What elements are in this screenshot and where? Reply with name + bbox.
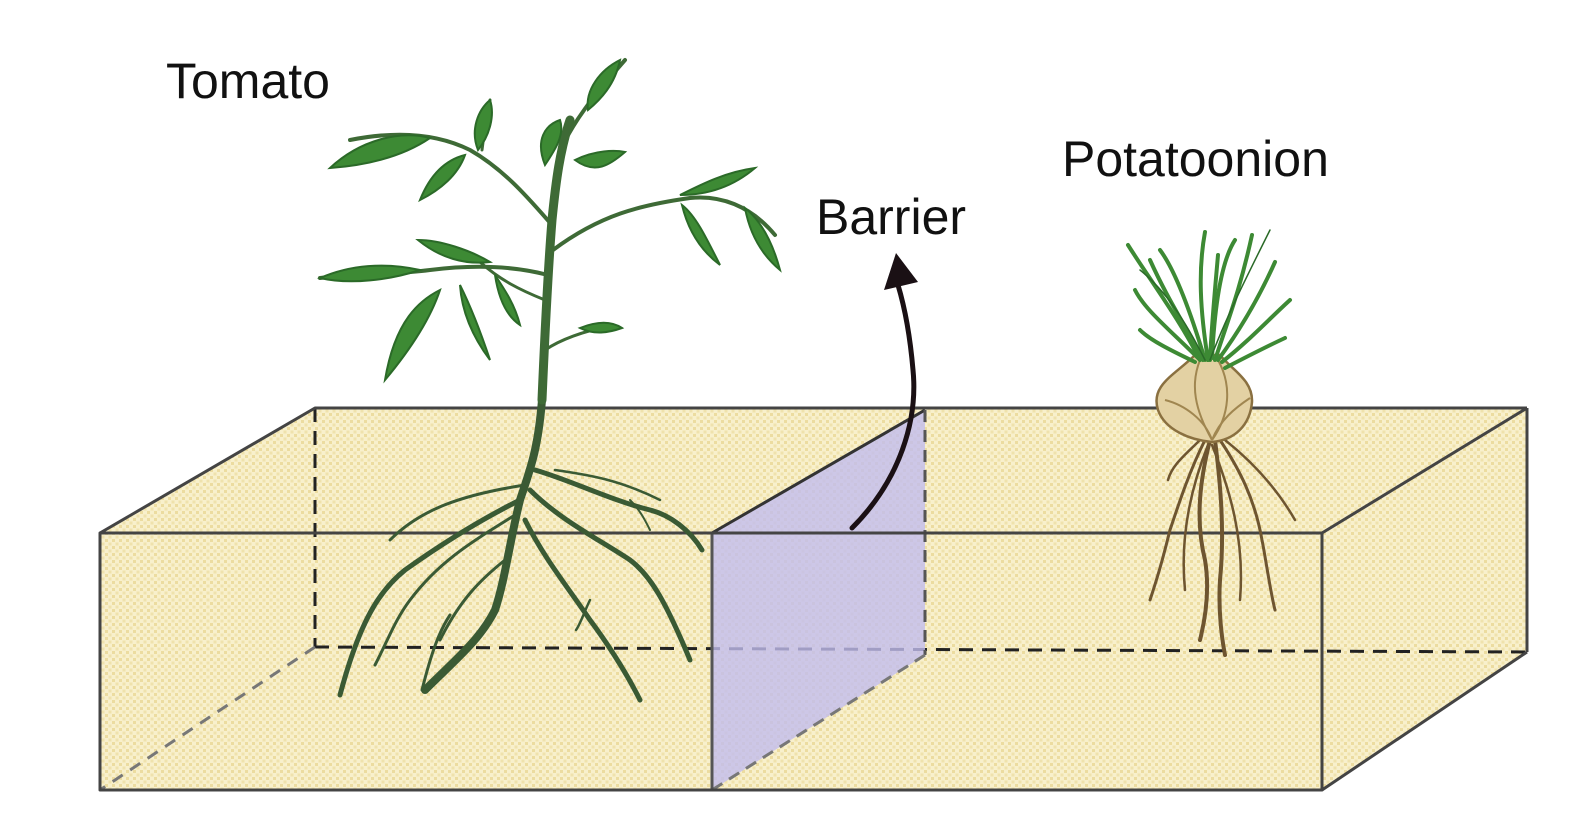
barrier-label: Barrier	[816, 189, 967, 245]
bulb	[1155, 353, 1254, 444]
potatoonion-plant-icon	[1126, 229, 1297, 657]
potatoonion-label: Potatoonion	[1062, 131, 1329, 187]
curved-arrow-icon	[849, 253, 918, 531]
tomato-plant-icon	[316, 58, 782, 703]
soil-box	[98, 406, 1529, 792]
tomato-label: Tomato	[166, 53, 330, 109]
